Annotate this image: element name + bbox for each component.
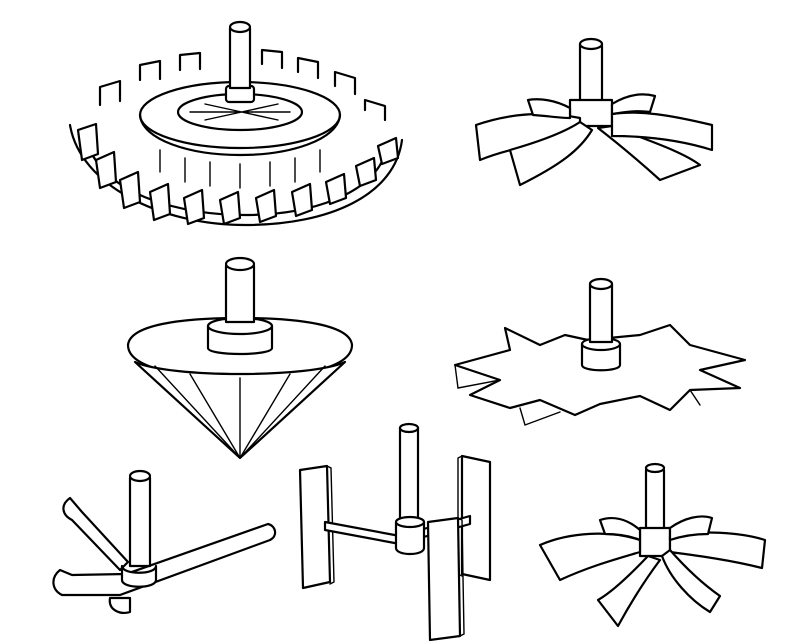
pitched-blade-impeller-icon: [538, 462, 767, 628]
paddle-frame-impeller-icon: [298, 422, 492, 641]
curved-blade-turbine-impeller-icon: [474, 37, 714, 187]
sawtooth-disk-impeller-icon: [453, 277, 747, 426]
shrouded-turbine-impeller-icon: [68, 20, 404, 227]
anchor-arm-impeller-icon: [52, 469, 277, 614]
cone-impeller-icon: [126, 256, 354, 460]
